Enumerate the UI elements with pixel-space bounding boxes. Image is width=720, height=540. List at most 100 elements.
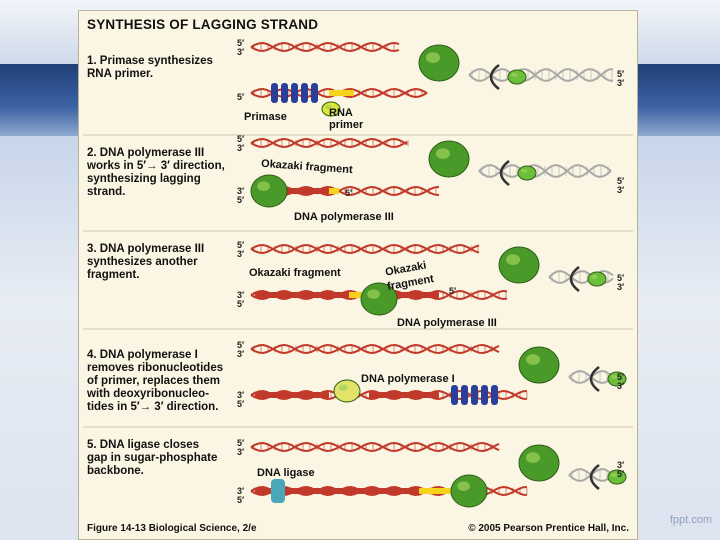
five-prime-label: 5′ [237, 134, 245, 144]
topoisomerase-clamp [499, 160, 510, 186]
three-prime-label: 3′ [617, 381, 625, 391]
three-prime-label: 3′ [237, 249, 245, 259]
watermark: fppt.com [669, 514, 712, 526]
three-prime-label: 3′ [237, 186, 245, 196]
topoisomerase-clamp [589, 366, 600, 392]
dna-polymerase-leading [518, 346, 560, 384]
helicase [591, 274, 598, 279]
dna-polymerase-iii [250, 174, 288, 208]
copyright-notice: © 2005 Pearson Prentice Hall, Inc. [468, 523, 629, 534]
leading-strand [250, 343, 500, 355]
ssb-protein [451, 385, 458, 405]
lagging-strand-figure: SYNTHESIS OF LAGGING STRAND 1. Primase s… [78, 10, 638, 540]
dna-polymerase-iii [450, 474, 488, 508]
dna-polymerase-iii-label: DNA polymerase III [397, 317, 497, 329]
figure-caption: Figure 14-13 Biological Science, 2/e [87, 523, 257, 534]
leading-strand [250, 41, 400, 53]
figure-title: SYNTHESIS OF LAGGING STRAND [87, 17, 319, 32]
helicase [517, 165, 537, 181]
ssb-protein [481, 385, 488, 405]
three-prime-label: 3′ [237, 47, 245, 57]
helicase [587, 271, 607, 287]
helicase [611, 472, 618, 477]
ssb-protein [471, 385, 478, 405]
leading-strand [250, 441, 500, 453]
three-prime-label: 3′ [617, 282, 625, 292]
three-prime-label: 3′ [237, 349, 245, 359]
five-prime-label: 5′ [237, 399, 245, 409]
dna-polymerase-iii-label: DNA polymerase III [294, 211, 394, 223]
helicase [521, 168, 528, 173]
five-prime-label: 5′ [617, 469, 625, 479]
dna-ligase [271, 479, 285, 503]
five-prime-label: 5′ [345, 188, 353, 198]
step-5-text: 5. DNA ligase closes gap in sugar-phosph… [87, 439, 218, 477]
dna-polymerase-leading [518, 444, 560, 482]
topoisomerase-clamp [589, 464, 600, 490]
okazaki-fragment [255, 292, 349, 298]
okazaki-fragment [255, 392, 329, 398]
primase-label: Primase [244, 111, 287, 123]
ssb-protein [271, 83, 278, 103]
three-prime-label: 3′ [617, 78, 625, 88]
five-prime-label: 5′ [237, 195, 245, 205]
five-prime-label: 5′ [617, 273, 625, 283]
five-prime-label: 5′ [237, 38, 245, 48]
helicase [511, 72, 518, 77]
five-prime-label: 5′ [617, 176, 625, 186]
five-prime-label: 5′ [237, 92, 245, 102]
five-prime-label: 5′ [449, 286, 457, 296]
leading-strand [250, 137, 408, 149]
ssb-protein [291, 83, 298, 103]
dna-polymerase-iii [257, 181, 270, 191]
topoisomerase-clamp [489, 64, 500, 90]
step-4-text: 4. DNA polymerase I removes ribonucleoti… [87, 349, 224, 413]
dna-polymerase-leading [498, 246, 540, 284]
dna-polymerase-leading [506, 254, 520, 265]
okazaki-fragment [369, 392, 439, 398]
dna-polymerase-leading [428, 140, 470, 178]
five-prime-label: 5′ [617, 69, 625, 79]
dna-polymerase-iii [367, 289, 380, 300]
leading-strand [250, 343, 500, 355]
five-prime-label: 5′ [237, 495, 245, 505]
leading-strand [250, 137, 408, 149]
ssb-protein [461, 385, 468, 405]
three-prime-label: 3′ [237, 390, 245, 400]
dna-ligase-label: DNA ligase [257, 467, 315, 479]
parental-dna-helix [548, 270, 614, 284]
primase [325, 104, 332, 109]
rna-primer-label-line2: primer [329, 119, 364, 131]
dna-polymerase-leading [426, 52, 440, 63]
dna-polymerase-leading [436, 148, 450, 160]
five-prime-label: 5′ [237, 438, 245, 448]
three-prime-label: 3′ [237, 486, 245, 496]
dna-polymerase-i-label: DNA polymerase I [361, 373, 455, 385]
five-prime-label: 5′ [617, 372, 625, 382]
step-2-text: 2. DNA polymerase III works in 5′→ 3′ di… [87, 147, 225, 198]
figure-illustration [83, 41, 633, 508]
leading-strand [250, 441, 500, 453]
ssb-protein [281, 83, 288, 103]
five-prime-label: 5′ [237, 240, 245, 250]
five-prime-label: 5′ [237, 299, 245, 309]
helicase [611, 374, 618, 379]
dna-polymerase-i [338, 384, 348, 392]
ssb-protein [301, 83, 308, 103]
dna-polymerase-i [333, 379, 361, 403]
step-3-text: 3. DNA polymerase III synthesizes anothe… [87, 243, 205, 281]
three-prime-label: 3′ [237, 143, 245, 153]
okazaki-fragment-label: Okazaki fragment [249, 267, 341, 279]
dna-polymerase-leading [418, 44, 460, 82]
dna-polymerase-leading [526, 452, 540, 463]
three-prime-label: 3′ [617, 460, 625, 470]
helicase [507, 69, 527, 85]
three-prime-label: 3′ [237, 290, 245, 300]
rna-primer [419, 488, 451, 494]
ssb-protein [311, 83, 318, 103]
three-prime-label: 3′ [617, 185, 625, 195]
dna-polymerase-iii [457, 481, 470, 492]
ssb-protein [491, 385, 498, 405]
step-1-text: 1. Primase synthesizes RNA primer. [87, 55, 213, 80]
three-prime-label: 3′ [237, 447, 245, 457]
